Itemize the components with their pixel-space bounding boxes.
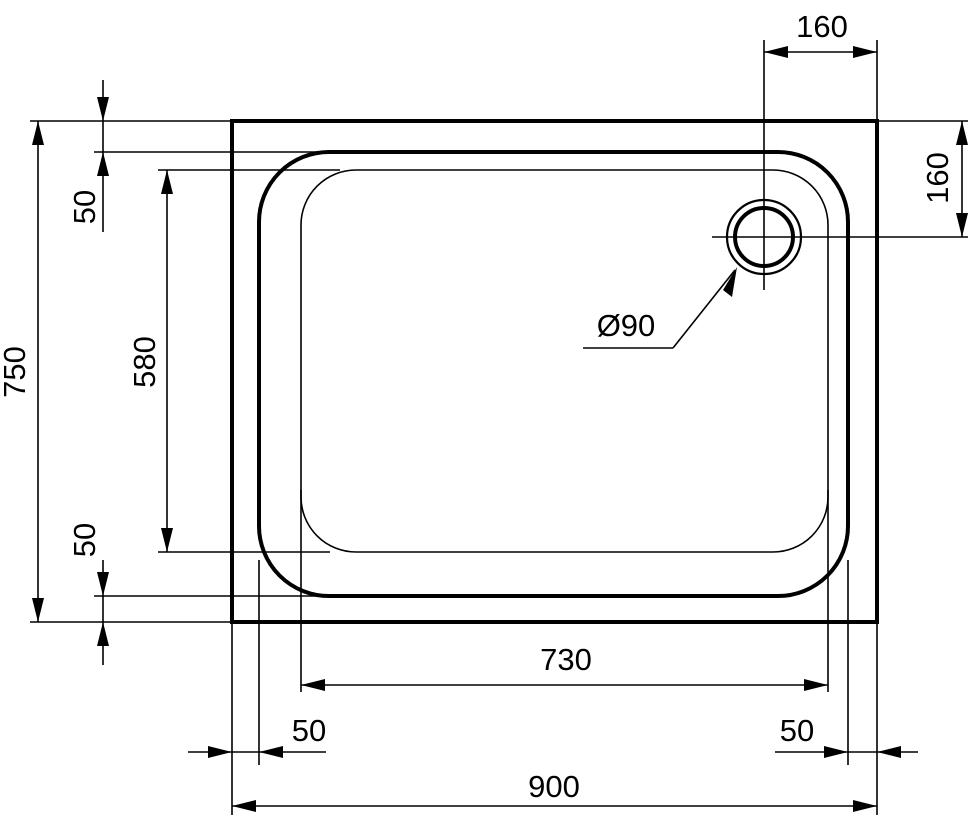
dim-total-width: 900	[528, 769, 580, 804]
dimension-lines	[32, 46, 968, 812]
dim-inner-width: 730	[540, 642, 592, 677]
tray-outer-outline	[230, 119, 879, 624]
tray-basin-outline	[300, 169, 829, 553]
dim-total-depth: 750	[0, 346, 32, 398]
dim-drain-y-offset: 160	[920, 152, 955, 204]
extension-lines	[30, 40, 968, 815]
dim-top-rim: 50	[67, 190, 102, 224]
dim-bottom-rim: 50	[67, 523, 102, 557]
dim-inner-depth: 580	[127, 336, 162, 388]
dim-drain-diameter: Ø90	[597, 308, 656, 343]
dim-right-rim: 50	[780, 713, 814, 748]
tray-rim-outline	[257, 150, 850, 598]
dim-drain-x-offset: 160	[796, 9, 848, 44]
dim-left-rim: 50	[292, 713, 326, 748]
drain-outlet	[712, 190, 810, 290]
